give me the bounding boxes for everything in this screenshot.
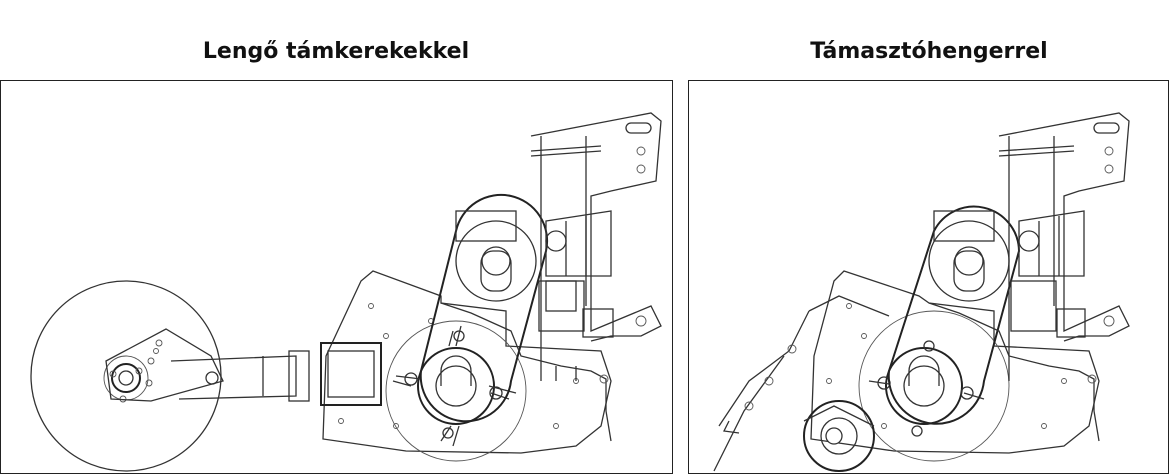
rear-guard	[440, 302, 612, 442]
swing-arm	[105, 328, 310, 402]
drawing-swing-wheel-machine	[30, 112, 662, 472]
rotor-housing	[320, 270, 612, 454]
drawing-panel-support-roller	[688, 80, 1169, 474]
rear-guard	[808, 295, 1100, 442]
support-roller	[713, 310, 875, 472]
support-wheel	[30, 280, 222, 472]
drawing-support-roller-machine	[713, 112, 1130, 472]
rotor	[385, 320, 527, 462]
gearbox	[545, 210, 612, 312]
rotor-housing	[810, 270, 1100, 454]
hitch-frame	[998, 112, 1130, 381]
gearbox	[1018, 210, 1085, 277]
panel-title-swing-wheels: Lengő támkerekekkel	[202, 39, 470, 64]
hitch-frame	[530, 112, 662, 381]
belt-drive	[419, 193, 549, 423]
panel-title-support-roller: Támasztóhengerrel	[810, 39, 1048, 64]
drawing-panel-swing-wheels	[0, 80, 673, 474]
rotor	[858, 310, 1010, 462]
